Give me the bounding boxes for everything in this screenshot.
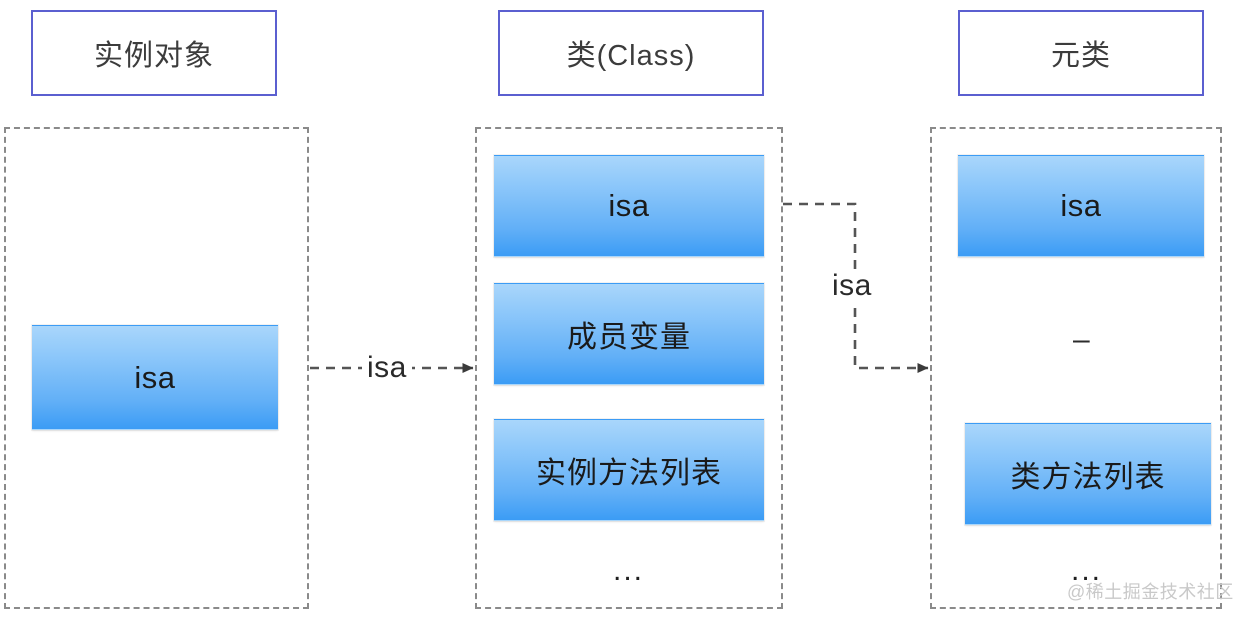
metaclass-empty-member-variables-dash: –	[1073, 323, 1090, 356]
slot-label: isa	[1060, 188, 1102, 223]
connector-label-isa-instance-to-class: isa	[362, 353, 412, 383]
slot-metaclass-isa: isa	[958, 155, 1204, 257]
slot-label: 成员变量	[567, 321, 691, 354]
title-box-instance-object: 实例对象	[31, 10, 277, 96]
slot-label: isa	[134, 359, 176, 395]
title-box-class: 类(Class)	[498, 10, 764, 96]
slot-label: 实例方法列表	[536, 457, 722, 490]
slot-instance-isa: isa	[32, 325, 278, 430]
slot-label: isa	[608, 188, 650, 223]
ellipsis-metaclass: ...	[1071, 554, 1103, 587]
slot-metaclass-class-method-list: 类方法列表	[965, 423, 1211, 525]
title-box-label: 实例对象	[93, 40, 214, 72]
slot-class-isa: isa	[494, 155, 764, 257]
ellipsis-class: ...	[613, 554, 645, 587]
title-box-label: 元类	[1050, 40, 1111, 72]
title-box-metaclass: 元类	[958, 10, 1204, 96]
title-box-label: 类(Class)	[566, 40, 696, 72]
slot-class-member-variables: 成员变量	[494, 283, 764, 385]
slot-class-instance-method-list: 实例方法列表	[494, 419, 764, 521]
connector-label-isa-class-to-metaclass: isa	[827, 271, 877, 301]
watermark: @稀土掘金技术社区	[1067, 582, 1234, 602]
slot-label: 类方法列表	[1010, 461, 1166, 494]
